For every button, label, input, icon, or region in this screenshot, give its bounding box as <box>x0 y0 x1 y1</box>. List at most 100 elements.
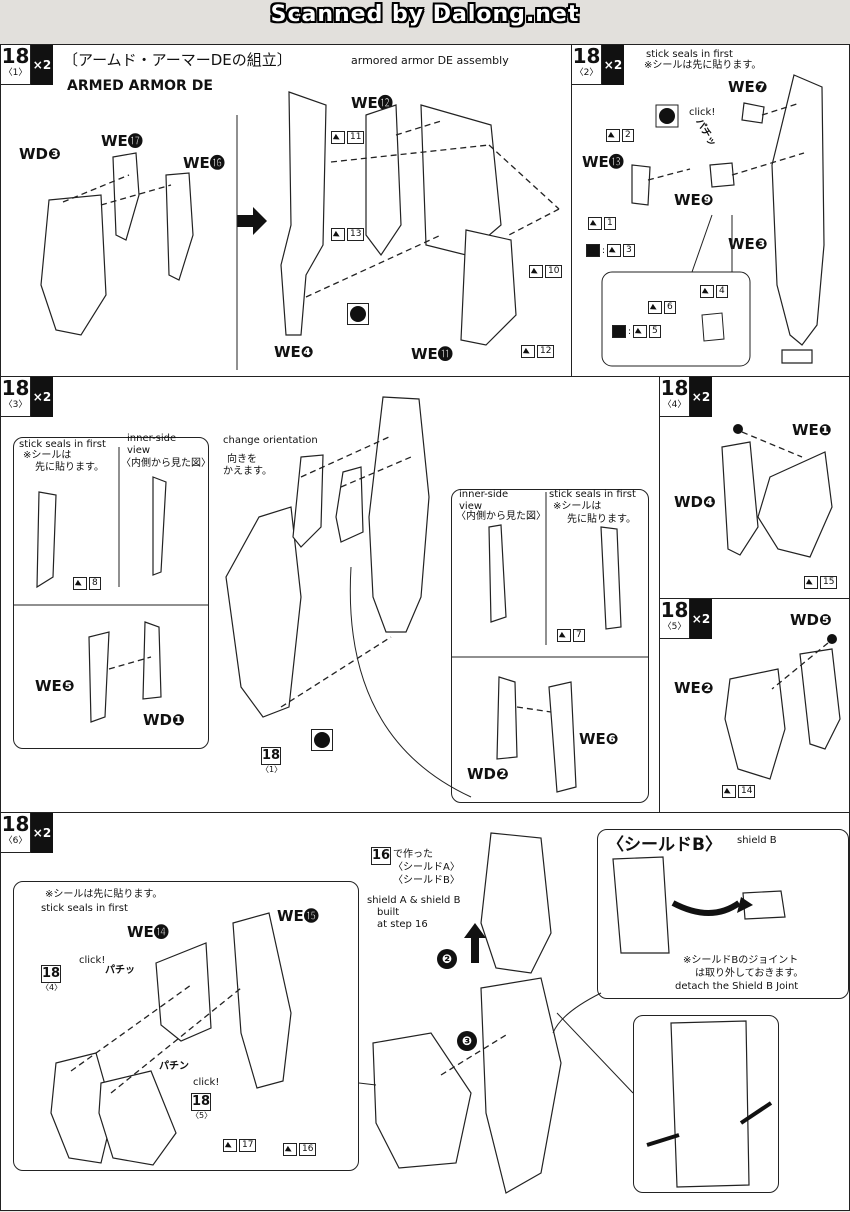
seal-icon <box>722 785 736 798</box>
step-badge: 18〈5〉 ×2 <box>660 599 712 639</box>
seal-number: 6 <box>664 301 676 314</box>
assembly-title-en: armored armor DE assembly <box>351 54 509 67</box>
seal-1: 1 <box>588 217 616 230</box>
seal-note-jp: ※シールは先に貼ります。 <box>45 889 163 900</box>
step-multiplier: ×2 <box>31 45 53 85</box>
seal-number: 14 <box>738 785 756 798</box>
click-sound-jp-1: パチッ <box>105 965 135 976</box>
left-seal-note-en: stick seals in first <box>19 439 106 450</box>
seal-7: 7 <box>557 629 585 642</box>
parts-drawing-18-2 <box>601 74 825 367</box>
seal-14: 14 <box>722 785 756 798</box>
label-wd3: WD❸ <box>19 145 61 163</box>
seal-number: 1 <box>604 217 616 230</box>
step-sub: 〈3〉 <box>3 400 28 410</box>
parts-drawing-18-5 <box>724 634 841 780</box>
step-number: 18 <box>572 44 601 68</box>
parts-drawing-18-6 <box>50 832 786 1194</box>
step-ref-sub: 〈5〉 <box>191 1111 213 1120</box>
label-wd5: WD❺ <box>790 611 832 629</box>
seal-15: 15 <box>804 576 838 589</box>
seal-number: 8 <box>89 577 101 590</box>
label-we4: WE❹ <box>274 343 314 361</box>
seal-2: 2 <box>606 129 634 142</box>
step-sub: 〈5〉 <box>662 622 687 632</box>
label-wd4: WD❹ <box>674 493 716 511</box>
seal-3: :3 <box>586 244 635 257</box>
seal-5: :5 <box>612 325 661 338</box>
step-number: 18 <box>1 812 30 836</box>
right-inner-view-jp: 〈内側から見た図〉 <box>456 511 546 522</box>
label-we9: WE❾ <box>674 191 714 209</box>
seal-12: 12 <box>521 345 555 358</box>
change-orientation-jp1: 向きを <box>227 454 257 465</box>
panel-step-18-5: 18〈5〉 ×2 WD❺ WE❷ 14 <box>659 598 850 813</box>
seal-note-jp: ※シールは先に貼ります。 <box>644 60 762 71</box>
seal-4: 4 <box>700 285 728 298</box>
seal-number: 11 <box>347 131 365 144</box>
seal-number: 17 <box>239 1139 257 1152</box>
step-multiplier: ×2 <box>31 813 53 853</box>
hole-marker-icon <box>311 729 333 751</box>
label-we1: WE❶ <box>792 421 832 439</box>
step-ref-number: 18 <box>191 1093 211 1111</box>
step-ref-18-5: 18 〈5〉 <box>191 1093 213 1121</box>
shield-b-title-en: shield B <box>737 835 777 846</box>
step16-note-jp2: 〈シールドA〉 <box>393 862 460 873</box>
click-sound-jp-2: パチン <box>159 1061 189 1072</box>
seal-17: 17 <box>223 1139 257 1152</box>
seal-number: 5 <box>649 325 661 338</box>
seal-number: 2 <box>622 129 634 142</box>
seal-icon <box>331 131 345 144</box>
hole-marker-icon <box>347 303 369 325</box>
step-multiplier: ×2 <box>690 599 712 639</box>
label-we13: WE⓭ <box>582 153 624 171</box>
seal-note-en: stick seals in first <box>41 903 128 914</box>
seal-13: 13 <box>331 228 365 241</box>
step16-note-en2: built <box>377 907 400 918</box>
step16-note-en1: shield A & shield B <box>367 895 461 906</box>
step-badge: 18〈2〉 ×2 <box>572 45 624 85</box>
step-ref-sub: 〈4〉 <box>41 983 63 992</box>
step16-note-jp3: 〈シールドB〉 <box>393 875 460 886</box>
click-label-1: click! <box>79 955 106 966</box>
right-inner-view-en: inner-side view <box>459 489 509 512</box>
step-number: 18 <box>1 376 30 400</box>
step-badge: 18〈4〉 ×2 <box>660 377 712 417</box>
seal-number: 10 <box>545 265 563 278</box>
step-sub: 〈1〉 <box>3 68 28 78</box>
seal-8: 8 <box>73 577 101 590</box>
seal-icon <box>529 265 543 278</box>
step-ref-sub: 〈1〉 <box>261 765 283 774</box>
callout-left <box>13 437 209 749</box>
step-number: 18 <box>1 44 30 68</box>
label-we6: WE❻ <box>579 730 619 748</box>
step-badge: 18〈6〉 ×2 <box>1 813 53 853</box>
label-wd1: WD❶ <box>143 711 185 729</box>
seal-icon <box>588 217 602 230</box>
shield-b-note-jp2: は取り外しておきます。 <box>695 968 804 979</box>
seal-icon <box>700 285 714 298</box>
seal-icon <box>223 1139 237 1152</box>
panel-step-18-2: 18〈2〉 ×2 stick seals in first ※シールは先に貼りま… <box>571 44 850 377</box>
seal-number: 13 <box>347 228 365 241</box>
panel-step-18-3: 18〈3〉 ×2 stick seals in first ※シールは 先に貼り… <box>0 376 660 813</box>
step-multiplier: ×2 <box>31 377 53 417</box>
right-seal-note-en: stick seals in first <box>549 489 636 500</box>
seal-icon <box>557 629 571 642</box>
scan-banner-text: Scanned by Dalong.net <box>270 2 580 27</box>
click-label-2: click! <box>193 1077 220 1088</box>
label-wd2: WD❷ <box>467 765 509 783</box>
label-we17: WE⓱ <box>101 132 143 150</box>
seal-11: 11 <box>331 131 365 144</box>
step-ref-number: 18 <box>261 747 281 765</box>
seal-icon <box>633 325 648 338</box>
seal-icon <box>607 244 622 257</box>
seal-icon <box>521 345 535 358</box>
label-we15: WE⓯ <box>277 907 319 925</box>
parts-drawing-18-3 <box>13 396 649 798</box>
seal-number: 15 <box>820 576 838 589</box>
seal-number: 7 <box>573 629 585 642</box>
mirror-seal-icon <box>586 244 600 257</box>
seal-number: 4 <box>716 285 728 298</box>
